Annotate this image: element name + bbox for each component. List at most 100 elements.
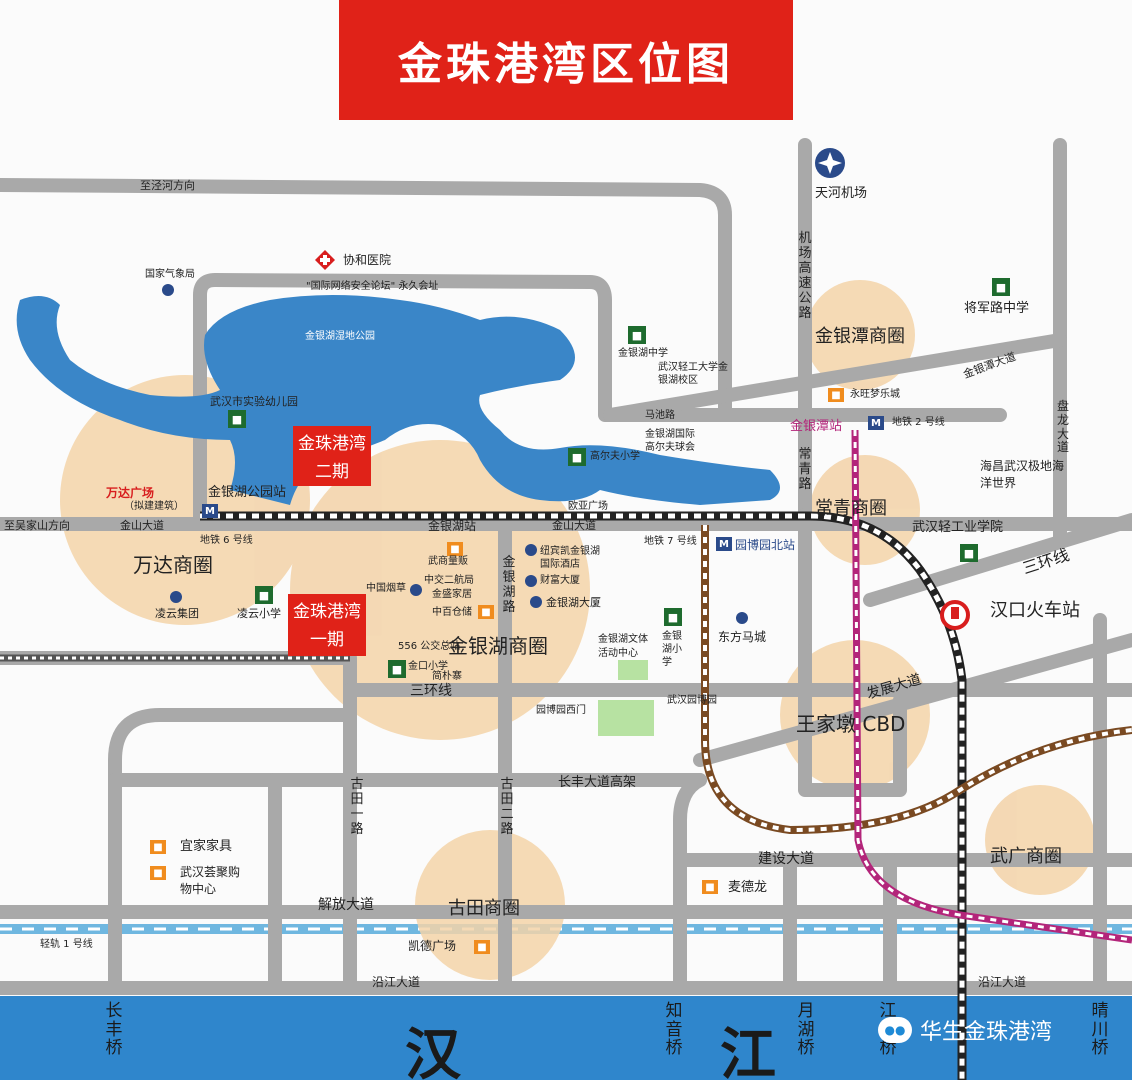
school-icon-lingyun: ■ — [255, 586, 273, 604]
place-hotel: 纽宾凯金银湖国际酒店 — [540, 546, 600, 570]
place-light-industry-campus: 武汉轻工大学金银湖校区 — [658, 362, 728, 386]
phase2-label: 金珠港湾 二期 — [293, 426, 371, 486]
school-icon-jinyinhu-middle: ■ — [628, 326, 646, 344]
place-light-industry-college: 武汉轻工业学院 — [912, 520, 1004, 535]
phase2-line1: 金珠港湾 — [298, 434, 366, 454]
road-changqing: 常青路 — [798, 447, 812, 492]
transit-metro6: 地铁 6 号线 — [200, 535, 253, 546]
tower-icon — [530, 596, 542, 608]
road-panlong: 盘龙大道 — [1056, 399, 1069, 455]
place-yuanboyuan-west: 园博园西门 — [536, 705, 586, 716]
place-jiangjun: 将军路中学 — [964, 301, 1030, 316]
west-loop — [108, 708, 357, 992]
map-title-banner: 金珠港湾区位图 — [339, 0, 793, 120]
caifu-icon — [525, 575, 537, 587]
shop-icon-yijia: ■ — [150, 840, 166, 854]
road-zhijing: 至泾河方向 — [140, 179, 195, 192]
shop-icon-yongwang: ■ — [828, 388, 844, 402]
road-maoshi: 马池路 — [645, 410, 675, 421]
place-zhongbai: 中百仓储 — [432, 607, 472, 618]
transit-yuanboyuan-north: 园博园北站 — [735, 538, 796, 552]
metro-icon-jinyintan: M — [868, 416, 884, 430]
shop-icon-zhongbai: ■ — [478, 605, 494, 619]
hotel-icon — [525, 544, 537, 556]
circle-wuguang: 武广商圈 — [990, 846, 1062, 867]
transit-metro2: 地铁 2 号线 — [892, 417, 945, 428]
jingh-road — [0, 178, 732, 422]
road-gutian2: 古田二路 — [500, 777, 514, 837]
dongfang-icon — [736, 612, 748, 624]
transit-jinyinhu-park: 金银湖公园站 — [208, 485, 287, 500]
sanhuan-east — [863, 513, 1132, 607]
phase2-line2: 二期 — [315, 462, 349, 482]
transit-hankou: 汉口火车站 — [990, 600, 1080, 621]
place-yongwang: 永旺梦乐城 — [850, 389, 900, 400]
place-lingyun-group: 凌云集团 — [155, 607, 199, 620]
metro-icon-jinyinhu-park: M — [202, 504, 218, 518]
lingyun-group-icon — [170, 591, 182, 603]
culture-center-green — [618, 660, 648, 680]
school-icon-jinyinhu-primary: ■ — [664, 608, 682, 626]
place-weather: 国家气象局 — [145, 269, 195, 280]
road-jinyinhu: 金银湖路 — [502, 555, 516, 615]
road-yanjiang-east: 沿江大道 — [978, 975, 1027, 989]
place-caifu: 财富大厦 — [540, 575, 580, 586]
weather-icon — [162, 284, 174, 296]
place-ocean-world: 海昌武汉极地海洋世界 — [980, 459, 1065, 490]
phase1-label: 金珠港湾 一期 — [288, 594, 366, 656]
light-rail-1 — [0, 924, 1132, 934]
place-europe-square: 欧亚广场 — [568, 501, 608, 512]
place-forum: "国际网络安全论坛" 永久会址 — [306, 281, 439, 292]
tobacco-icon — [410, 584, 422, 596]
river-jiang: 江 — [720, 1023, 776, 1080]
circle-jinyinhu: 金银湖商圈 — [448, 634, 548, 658]
road-yanjiang: 沿江大道 — [372, 975, 421, 989]
place-jinsheng: 金盛家居 — [432, 589, 472, 600]
metro-icon-yuanboyuan: M — [716, 537, 732, 551]
yuanboyuan-park — [598, 700, 654, 736]
circle-wanda: 万达商圈 — [133, 553, 213, 577]
changfeng-curve — [673, 773, 707, 992]
place-jinyinhu-middle: 金银湖中学 — [618, 348, 668, 359]
ring-road — [193, 273, 1007, 527]
place-mcdonald: 麦德龙 — [728, 880, 768, 895]
bridge-zhiyin: 知音桥 — [665, 1001, 683, 1059]
place-jinyinhu-tower: 金银湖大厦 — [546, 596, 601, 609]
place-wetland: 金银湖湿地公园 — [305, 331, 375, 342]
shop-icon-huiju: ■ — [150, 866, 166, 880]
place-jinyinhu-primary: 金银湖小学 — [662, 631, 682, 668]
han-river — [0, 996, 1132, 1080]
wangjiadun-loop — [798, 643, 907, 797]
transit-metro7: 地铁 7 号线 — [644, 536, 697, 547]
jinyin-lake — [16, 295, 780, 505]
school-icon-kindergarten: ■ — [228, 410, 246, 428]
place-yijia: 宜家家具 — [180, 839, 233, 854]
school-icon-jiangjun: ■ — [992, 278, 1010, 296]
place-wushang: 武商量贩 — [428, 556, 468, 567]
metro-2-line — [851, 429, 1132, 944]
place-huiju: 武汉荟聚购物中心 — [180, 865, 241, 896]
transit-light1: 轻轨 1 号线 — [40, 939, 93, 950]
place-lingyun-school: 凌云小学 — [237, 607, 281, 620]
road-jichang: 机场高速公路 — [798, 231, 812, 321]
circle-jinyintan: 金银潭商圈 — [815, 326, 905, 347]
place-golf: 金银湖国际高尔夫球会 — [645, 429, 695, 453]
bridge-yuehu: 月湖桥 — [797, 1001, 815, 1059]
airport-icon — [815, 148, 845, 178]
circle-wangjiadun: 王家墩 CBD — [796, 712, 906, 736]
place-kaide: 凯德广场 — [408, 939, 457, 953]
place-wanda-note: （拟建建筑） — [124, 501, 184, 512]
transit-jinyinhu-station: 金银湖站 — [428, 519, 477, 533]
circle-gutian: 古田商圈 — [448, 898, 520, 919]
place-culture-center: 金银湖文体活动中心 — [598, 634, 648, 659]
wechat-account-name: 华生金珠港湾 — [920, 1020, 1053, 1045]
metro-6-line — [200, 511, 967, 1080]
place-zhongjiao: 中交二航局 — [424, 575, 474, 586]
place-wuhan-yuanboyuan: 武汉园博园 — [667, 695, 717, 706]
place-jinkou: 金口小学 — [408, 661, 448, 672]
road-jinshan: 金山大道 — [120, 519, 164, 532]
place-jianpu: 简朴寨 — [432, 671, 462, 682]
river-han: 汉 — [405, 1023, 461, 1080]
